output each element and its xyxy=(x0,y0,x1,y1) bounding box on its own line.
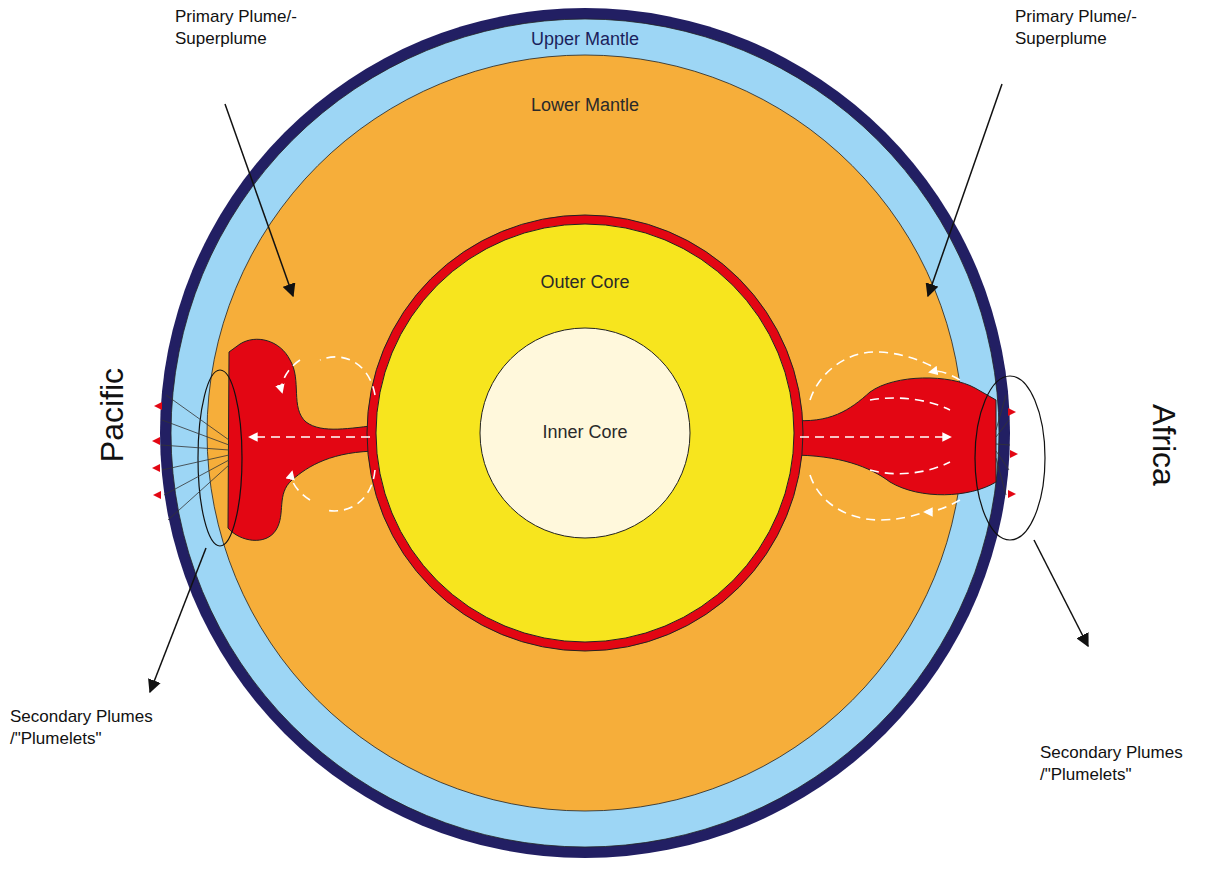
circulation-arrows xyxy=(250,352,960,520)
crust-ring xyxy=(160,8,1010,858)
layer-name: Inner Core xyxy=(480,422,690,444)
plumelet-region xyxy=(975,376,1045,540)
africa-superplume xyxy=(790,378,996,495)
inner-core-layer: Inner Core xyxy=(480,328,690,538)
pacific-superplume xyxy=(228,339,380,540)
inner-core xyxy=(480,328,690,538)
pointer-arrows xyxy=(150,84,1088,692)
layer-name: Lower Mantle xyxy=(207,95,963,117)
layer-name: Upper Mantle xyxy=(171,29,999,51)
hotspot-marks xyxy=(152,402,1018,499)
plume-label: Primary Plume/- Superplume xyxy=(1015,6,1150,50)
lower-mantle-layer: Lower MantleOuter CoreInner Core xyxy=(207,55,963,811)
upper-mantle-layer: Upper MantleLower MantleOuter CoreInner … xyxy=(171,19,999,847)
plumelet-lines xyxy=(161,395,1010,520)
plume-label: Primary Plume/- Superplume xyxy=(175,6,310,50)
plumelet-region xyxy=(198,370,242,546)
ocean-label: Pacific xyxy=(92,368,134,462)
plumelet-label: Secondary Plumes /"Plumelets" xyxy=(10,706,175,750)
outer-core xyxy=(376,224,794,642)
upper-mantle xyxy=(171,19,999,847)
plumelet-label: Secondary Plumes /"Plumelets" xyxy=(1040,742,1205,786)
layer-name: Outer Core xyxy=(376,272,794,294)
outer-core-layer: Outer CoreInner Core xyxy=(376,224,794,642)
continent-label: Africa xyxy=(1142,404,1184,486)
core-boundary-layer xyxy=(367,215,803,651)
